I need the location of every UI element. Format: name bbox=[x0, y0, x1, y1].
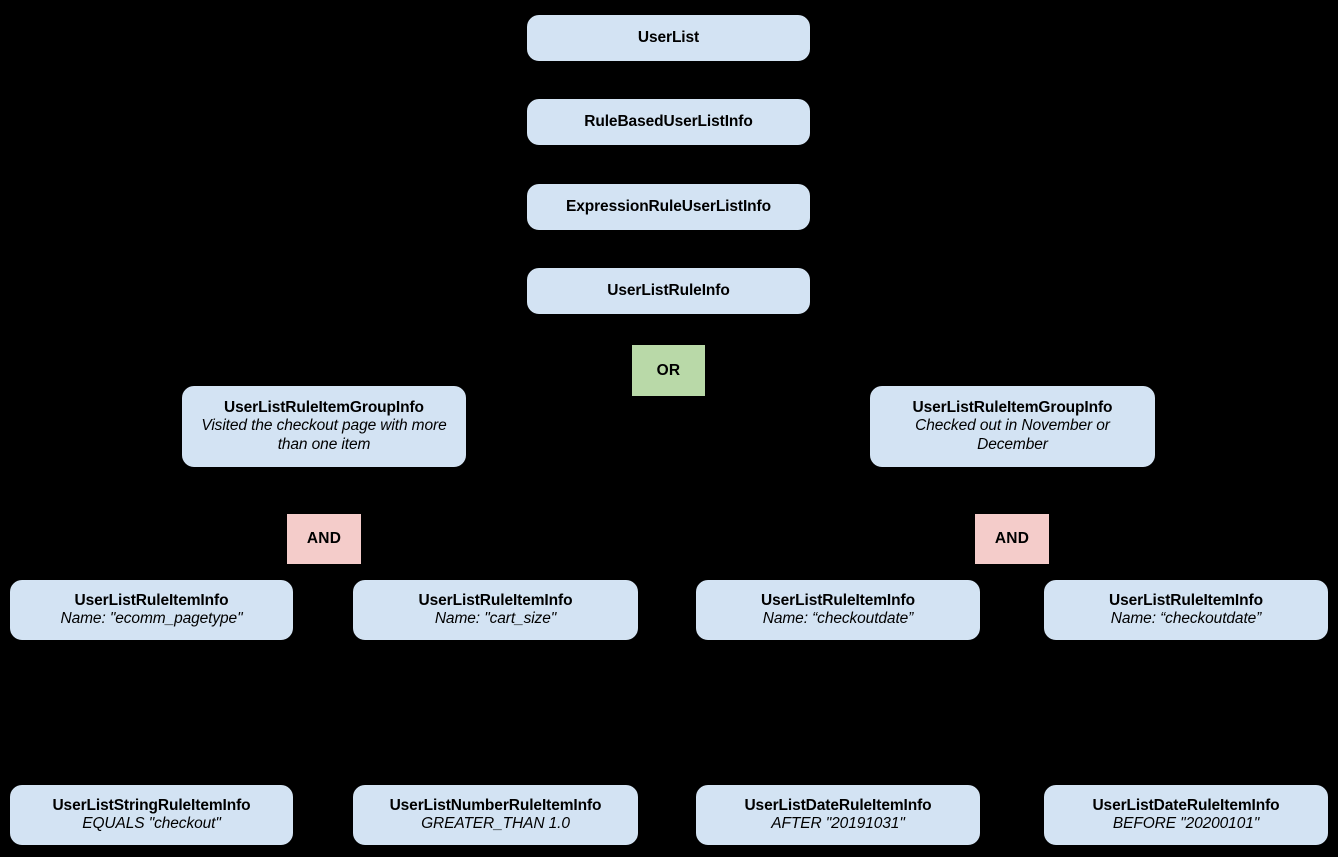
node-expression-rule-user-list-info[interactable]: ExpressionRuleUserListInfo bbox=[527, 184, 810, 230]
operator-label: AND bbox=[994, 530, 1030, 547]
node-subtitle: Name: “checkoutdate” bbox=[1110, 610, 1262, 627]
edge-groupright-and bbox=[1011, 467, 1013, 513]
node-title: UserListRuleItemInfo bbox=[1109, 591, 1263, 609]
node-title: UserListRuleItemInfo bbox=[74, 591, 229, 609]
node-title: ExpressionRuleUserListInfo bbox=[566, 197, 771, 215]
edge-rulebased-expression bbox=[668, 145, 670, 184]
operator-label: AND bbox=[306, 530, 342, 547]
node-title: UserListRuleItemInfo bbox=[418, 591, 573, 609]
node-subtitle: Name: “checkoutdate” bbox=[762, 610, 914, 627]
node-subtitle: GREATER_THAN 1.0 bbox=[421, 815, 570, 832]
edge-andright-item4 bbox=[1186, 565, 1188, 580]
node-user-list[interactable]: UserList bbox=[527, 15, 810, 61]
node-subtitle: AFTER "20191031" bbox=[771, 815, 905, 832]
node-date-rule-item-info-before[interactable]: UserListDateRuleItemInfo BEFORE "2020010… bbox=[1044, 785, 1328, 845]
node-subtitle: EQUALS "checkout" bbox=[82, 815, 221, 832]
operator-and-left[interactable]: AND bbox=[286, 513, 362, 565]
edge-expression-userlistrule bbox=[668, 230, 670, 268]
node-subtitle: BEFORE "20200101" bbox=[1112, 815, 1260, 832]
node-title: UserListDateRuleItemInfo bbox=[1092, 796, 1280, 814]
arrow-groupleft bbox=[317, 378, 331, 387]
operator-label: OR bbox=[656, 361, 681, 379]
node-user-list-rule-info[interactable]: UserListRuleInfo bbox=[527, 268, 810, 314]
node-title: UserListRuleInfo bbox=[607, 281, 730, 299]
node-title: UserListRuleItemGroupInfo bbox=[224, 399, 424, 417]
edge-item1-leaf1 bbox=[151, 640, 153, 785]
node-group-right[interactable]: UserListRuleItemGroupInfo Checked out in… bbox=[870, 386, 1155, 467]
edge-andright-split bbox=[838, 565, 1186, 567]
edge-andleft-item1 bbox=[151, 565, 153, 580]
node-title: UserListNumberRuleItemInfo bbox=[389, 796, 602, 814]
edge-item3-leaf3 bbox=[838, 640, 840, 785]
node-string-rule-item-info[interactable]: UserListStringRuleItemInfo EQUALS "check… bbox=[10, 785, 293, 845]
edge-or-groupleft-drop bbox=[323, 369, 325, 386]
node-rule-based-user-list-info[interactable]: RuleBasedUserListInfo bbox=[527, 99, 810, 145]
edge-groupleft-and bbox=[323, 467, 325, 513]
edge-andright-item3 bbox=[838, 565, 840, 580]
node-group-left[interactable]: UserListRuleItemGroupInfo Visited the ch… bbox=[182, 386, 466, 467]
node-number-rule-item-info[interactable]: UserListNumberRuleItemInfo GREATER_THAN … bbox=[353, 785, 638, 845]
node-title: UserList bbox=[637, 28, 700, 46]
node-rule-item-ecomm-pagetype[interactable]: UserListRuleItemInfo Name: "ecomm_pagety… bbox=[10, 580, 293, 640]
node-subtitle: Checked out in November or December bbox=[915, 417, 1110, 453]
node-subtitle: Visited the checkout page with more than… bbox=[201, 417, 447, 453]
node-subtitle: Name: "cart_size" bbox=[434, 610, 557, 627]
node-subtitle: Name: "ecomm_pagetype" bbox=[60, 610, 243, 627]
edge-item2-leaf2 bbox=[495, 640, 497, 785]
edge-item4-leaf4 bbox=[1186, 640, 1188, 785]
operator-or[interactable]: OR bbox=[631, 344, 706, 397]
node-rule-item-checkoutdate-before[interactable]: UserListRuleItemInfo Name: “checkoutdate… bbox=[1044, 580, 1328, 640]
arrow-groupright bbox=[1005, 378, 1019, 387]
node-title: UserListStringRuleItemInfo bbox=[52, 796, 251, 814]
edge-or-groupright-drop bbox=[1011, 369, 1013, 386]
node-rule-item-cart-size[interactable]: UserListRuleItemInfo Name: "cart_size" bbox=[353, 580, 638, 640]
node-title: RuleBasedUserListInfo bbox=[584, 112, 753, 130]
node-title: UserListRuleItemGroupInfo bbox=[912, 399, 1113, 417]
edge-or-groupleft-vert bbox=[668, 397, 670, 398]
node-title: UserListRuleItemInfo bbox=[761, 591, 915, 609]
operator-and-right[interactable]: AND bbox=[974, 513, 1050, 565]
edge-andleft-split bbox=[151, 565, 496, 567]
edge-andleft-item2 bbox=[495, 565, 497, 580]
node-date-rule-item-info-after[interactable]: UserListDateRuleItemInfo AFTER "20191031… bbox=[696, 785, 980, 845]
edge-userlistrule-or bbox=[668, 314, 670, 343]
node-title: UserListDateRuleItemInfo bbox=[744, 796, 932, 814]
edge-userlist-rulebased bbox=[668, 61, 670, 99]
node-rule-item-checkoutdate-after[interactable]: UserListRuleItemInfo Name: “checkoutdate… bbox=[696, 580, 980, 640]
